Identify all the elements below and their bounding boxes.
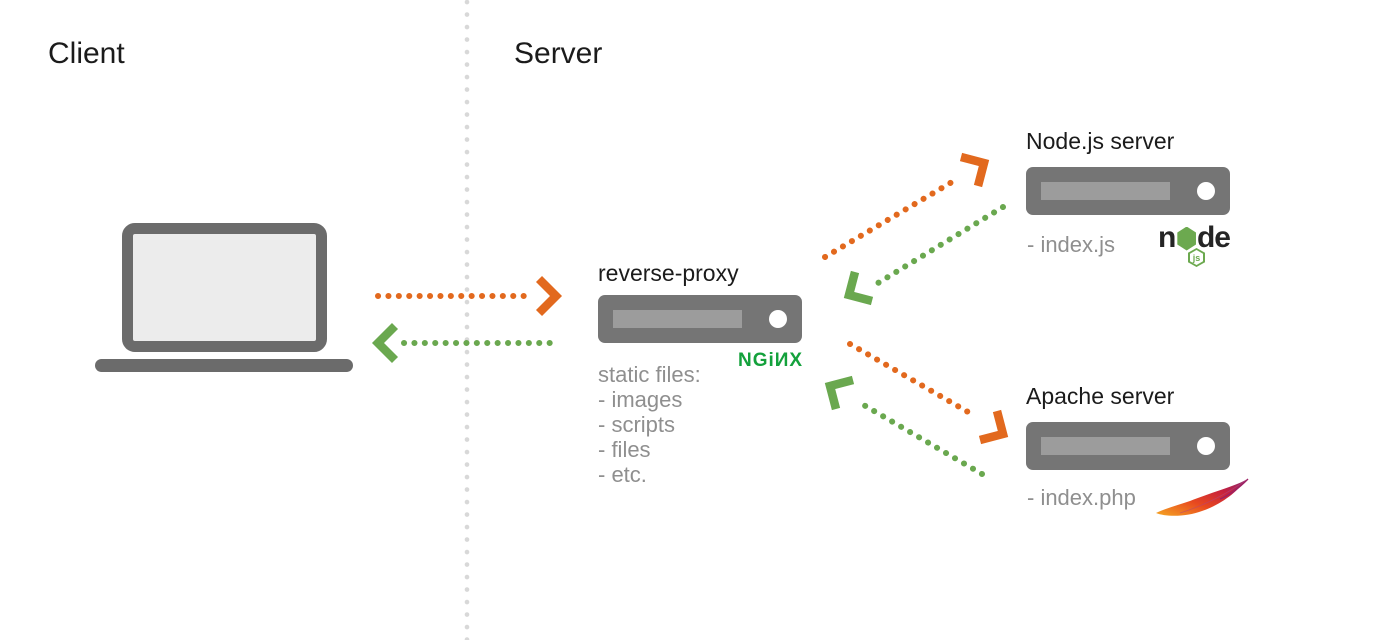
node-server-file: - index.js <box>1027 232 1116 257</box>
reverse-proxy-title: reverse-proxy <box>598 260 739 286</box>
server-section-label: Server <box>514 37 603 70</box>
reverse-proxy-server-icon <box>598 295 802 343</box>
nodejs-js-badge-icon: js <box>1188 248 1205 267</box>
nodejs-letter: n <box>1158 221 1176 254</box>
nodejs-logo: n de js <box>1158 221 1231 267</box>
server-led <box>1197 437 1215 455</box>
nginx-logo: NGiИX <box>738 350 804 371</box>
arrow-client-response <box>371 322 559 364</box>
static-file-item: - etc. <box>598 462 647 487</box>
static-files-heading: static files: <box>598 362 701 387</box>
node-server-icon <box>1026 167 1230 215</box>
nodejs-wordmark: n de <box>1158 221 1231 254</box>
static-file-item: - scripts <box>598 412 675 437</box>
laptop-screen <box>122 223 327 352</box>
nodejs-letter: de <box>1196 221 1231 254</box>
apache-server-file: - index.php <box>1027 485 1136 510</box>
server-led <box>1197 182 1215 200</box>
server-slot <box>1041 182 1170 200</box>
apache-feather-icon <box>1156 478 1249 516</box>
arrow-node-response <box>843 204 1006 306</box>
static-file-item: - files <box>598 437 651 462</box>
server-led <box>769 310 787 328</box>
static-files-list: static files: - images - scripts - files… <box>598 362 701 487</box>
apache-server-title: Apache server <box>1026 383 1175 409</box>
nodejs-hexagon-icon <box>1177 226 1196 251</box>
arrow-client-request <box>375 275 563 317</box>
arrow-apache-request <box>847 341 1009 445</box>
arrow-node-request <box>822 152 990 260</box>
arrow-apache-response <box>824 375 985 477</box>
laptop-base <box>95 359 353 372</box>
node-server-title: Node.js server <box>1026 128 1175 154</box>
server-slot <box>1041 437 1170 455</box>
static-file-item: - images <box>598 387 683 412</box>
apache-server-icon <box>1026 422 1230 470</box>
client-section-label: Client <box>48 37 125 70</box>
server-slot <box>613 310 742 328</box>
